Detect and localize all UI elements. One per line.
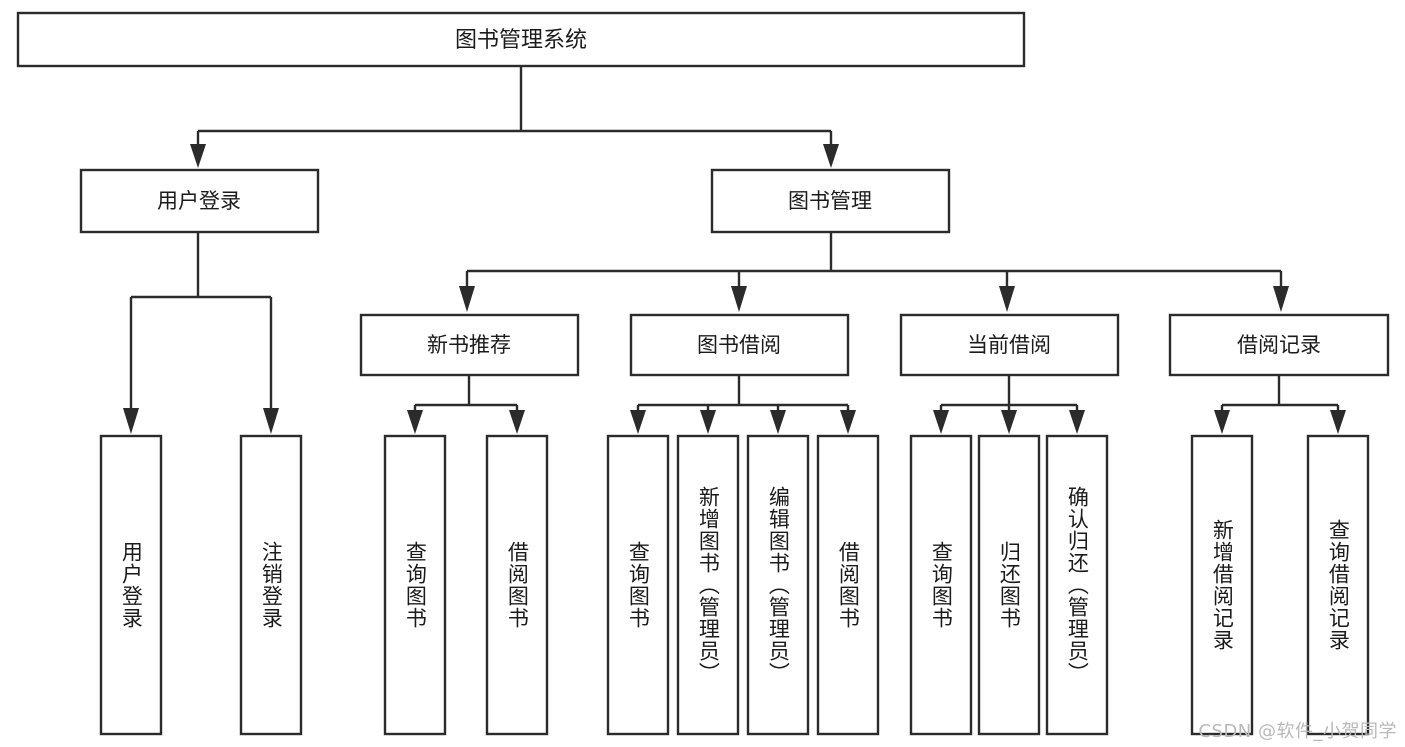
arrow-head-icon xyxy=(1001,410,1017,434)
leaf-boxes xyxy=(99,434,1370,736)
leaf-user-login-box[interactable] xyxy=(99,434,163,736)
connector-group-user-login xyxy=(123,232,279,434)
arrow-head-icon xyxy=(1214,410,1230,434)
arrow-head-icon xyxy=(1069,410,1085,434)
leaf-query-record-box[interactable] xyxy=(1306,434,1370,736)
leaf-edit-book-box[interactable] xyxy=(746,434,810,736)
arrow-head-icon xyxy=(823,144,839,168)
arrow-head-icon xyxy=(731,286,747,312)
node-borrow-record-label: 借阅记录 xyxy=(1237,333,1321,357)
node-user-login-label: 用户登录 xyxy=(157,189,241,213)
leaf-query-book-3-box[interactable] xyxy=(909,434,973,736)
connector-group-new-book-recommend xyxy=(407,375,525,434)
leaf-borrow-book-1-box[interactable] xyxy=(485,434,549,736)
node-root-label: 图书管理系统 xyxy=(455,28,587,53)
node-book-management-label: 图书管理 xyxy=(788,189,872,213)
leaf-add-record-box[interactable] xyxy=(1190,434,1254,736)
arrow-head-icon xyxy=(509,410,525,434)
node-book-borrow-label: 图书借阅 xyxy=(697,333,781,357)
arrow-head-icon xyxy=(770,410,786,434)
node-user-login[interactable]: 用户登录 xyxy=(79,168,320,234)
arrow-head-icon xyxy=(1330,410,1346,434)
arrow-head-icon xyxy=(263,408,279,434)
arrow-head-icon xyxy=(407,410,423,434)
connector-group-borrow-record xyxy=(1214,375,1346,434)
arrow-head-icon xyxy=(459,286,475,312)
leaf-borrow-book-2-box[interactable] xyxy=(816,434,880,736)
leaf-confirm-return-box[interactable] xyxy=(1045,434,1109,736)
leaf-logout-login-box[interactable] xyxy=(239,434,303,736)
node-current-borrow-box[interactable] xyxy=(899,313,1120,377)
node-book-management[interactable]: 图书管理 xyxy=(710,168,951,234)
node-book-management-box[interactable] xyxy=(710,168,951,234)
arrow-head-icon xyxy=(700,410,716,434)
node-new-book-recommend[interactable]: 新书推荐 xyxy=(359,313,580,377)
connector-group-book-borrow xyxy=(630,375,856,434)
leaf-query-book-2-box[interactable] xyxy=(606,434,670,736)
node-borrow-record-box[interactable] xyxy=(1168,313,1390,377)
leaf-add-book-box[interactable] xyxy=(676,434,740,736)
arrow-head-icon xyxy=(999,286,1015,312)
arrow-head-icon xyxy=(840,410,856,434)
watermark-text: CSDN @软件_小贺同学 xyxy=(1198,721,1397,742)
arrow-head-icon xyxy=(1273,286,1289,312)
node-current-borrow-label: 当前借阅 xyxy=(967,333,1051,357)
arrow-head-icon xyxy=(933,410,949,434)
node-user-login-box[interactable] xyxy=(79,168,320,234)
node-root-box[interactable] xyxy=(16,11,1026,68)
connector-group-root xyxy=(190,66,839,168)
node-new-book-recommend-label: 新书推荐 xyxy=(427,333,511,357)
node-new-book-recommend-box[interactable] xyxy=(359,313,580,377)
node-current-borrow[interactable]: 当前借阅 xyxy=(899,313,1120,377)
connector-group-current-borrow xyxy=(933,375,1085,434)
leaf-query-book-1-box[interactable] xyxy=(383,434,447,736)
connector-group-book-management xyxy=(459,232,1289,312)
node-borrow-record[interactable]: 借阅记录 xyxy=(1168,313,1390,377)
node-root[interactable]: 图书管理系统 xyxy=(16,11,1026,68)
leaf-return-book-box[interactable] xyxy=(977,434,1041,736)
node-book-borrow-box[interactable] xyxy=(629,313,850,377)
arrow-head-icon xyxy=(123,408,139,434)
arrow-head-icon xyxy=(190,144,206,168)
node-book-borrow[interactable]: 图书借阅 xyxy=(629,313,850,377)
arrow-head-icon xyxy=(630,410,646,434)
